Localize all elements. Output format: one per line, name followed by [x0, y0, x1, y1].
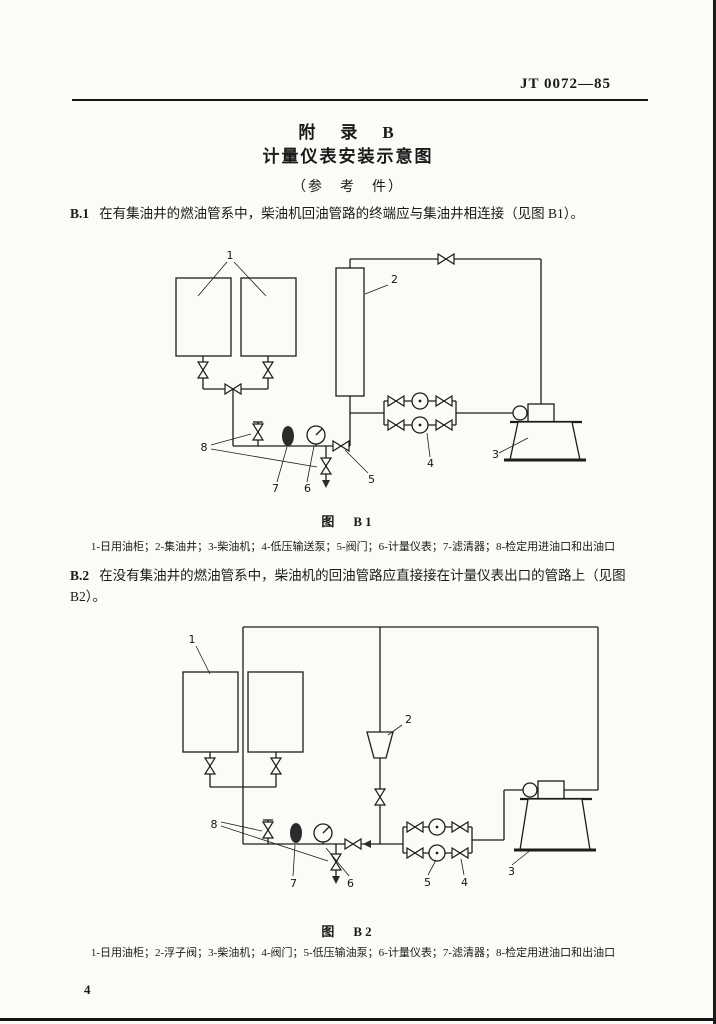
- callout-2: 2: [405, 713, 412, 726]
- section-b2-text: 在没有集油井的燃油管系中，柴油机的回油管路应直接接在计量仪表出口的管路上（见图 …: [70, 568, 626, 604]
- callout-6: 6: [304, 482, 311, 495]
- figure-b1-diagram: 1 2 3 4 5 6 7 8: [175, 249, 586, 495]
- callout-4: 4: [427, 457, 434, 470]
- transfer-pumps: [406, 818, 469, 862]
- callout-1: 1: [227, 249, 234, 262]
- filter-icon: [290, 823, 302, 843]
- figure-b1-legend: 1-日用油柜；2-集油井；3-柴油机；4-低压输送泵；5-阀门；6-计量仪表；7…: [90, 541, 616, 553]
- figure-b2: 1 2 3 4 5 6 7 8: [178, 622, 618, 919]
- transfer-pumps: [387, 392, 453, 434]
- callout-leaders: [195, 645, 533, 877]
- verification-ports: [262, 821, 342, 884]
- figure-b1-caption: 图 B1: [321, 514, 375, 529]
- callouts: 1 2 3 4 5 6 7 8: [189, 633, 516, 890]
- scan-edge-bottom: [0, 1018, 716, 1021]
- figure-b2-legend: 1-日用油柜；2-浮子阀；3-柴油机；4-阀门；5-低压输油泵；6-计量仪表；7…: [90, 947, 616, 959]
- day-tank-left: [182, 671, 239, 753]
- callout-leaders: [197, 261, 529, 483]
- page-number: 4: [84, 982, 91, 997]
- section-b2-label: B.2: [70, 568, 90, 583]
- callout-7: 7: [272, 482, 279, 495]
- appendix-subtitle: 计量仪表安装示意图: [262, 147, 434, 166]
- drain-arrow-icon: [322, 480, 330, 488]
- section-b1-text: 在有集油井的燃油管系中，柴油机回油管路的终端应与集油井相连接（见图 B1）。: [99, 206, 585, 221]
- day-tanks: [182, 671, 304, 753]
- callout-8: 8: [211, 818, 218, 831]
- verification-ports: [252, 423, 332, 488]
- day-tank-left: [175, 277, 232, 357]
- flow-meter: [313, 823, 333, 843]
- figure-b2-diagram: 1 2 3 4 5 6 7 8: [182, 626, 599, 890]
- callout-8: 8: [201, 441, 208, 454]
- callout-5: 5: [424, 876, 431, 889]
- day-tanks: [175, 277, 297, 357]
- diesel-engine: [504, 403, 586, 462]
- callout-2: 2: [391, 273, 398, 286]
- callouts: 1 2 3 4 5 6 7 8: [201, 249, 500, 495]
- float-valve-funnel: [366, 731, 394, 759]
- callout-6: 6: [347, 877, 354, 890]
- drain-arrow-icon: [332, 876, 340, 884]
- callout-4: 4: [461, 876, 468, 889]
- filter-icon: [282, 426, 294, 446]
- oil-collecting-well: [335, 267, 365, 397]
- callout-5: 5: [368, 473, 375, 486]
- day-tank-right: [240, 277, 297, 357]
- standard-code: JT 0072—85: [520, 76, 611, 92]
- section-b1-label: B.1: [70, 206, 90, 221]
- callout-3: 3: [492, 448, 499, 461]
- reference-note: （参 考 件）: [292, 180, 404, 195]
- callout-7: 7: [290, 877, 297, 890]
- scan-edge-right: [713, 0, 716, 1024]
- diesel-engine: [514, 780, 596, 852]
- header-rule: [72, 99, 648, 101]
- flow-arrow-icon: [363, 840, 371, 848]
- callout-3: 3: [508, 865, 515, 878]
- figure-b2-caption: 图 B2: [321, 924, 375, 939]
- flow-meter: [306, 425, 326, 445]
- figure-b1: 1 2 3 4 5 6 7 8: [166, 246, 606, 523]
- callout-1: 1: [189, 633, 196, 646]
- appendix-title: 附 录 B: [298, 123, 398, 142]
- day-tank-right: [247, 671, 304, 753]
- pipework: [202, 258, 542, 480]
- section-b1-paragraph: B.1 在有集油井的燃油管系中，柴油机回油管路的终端应与集油井相连接（见图 B1）…: [70, 204, 654, 225]
